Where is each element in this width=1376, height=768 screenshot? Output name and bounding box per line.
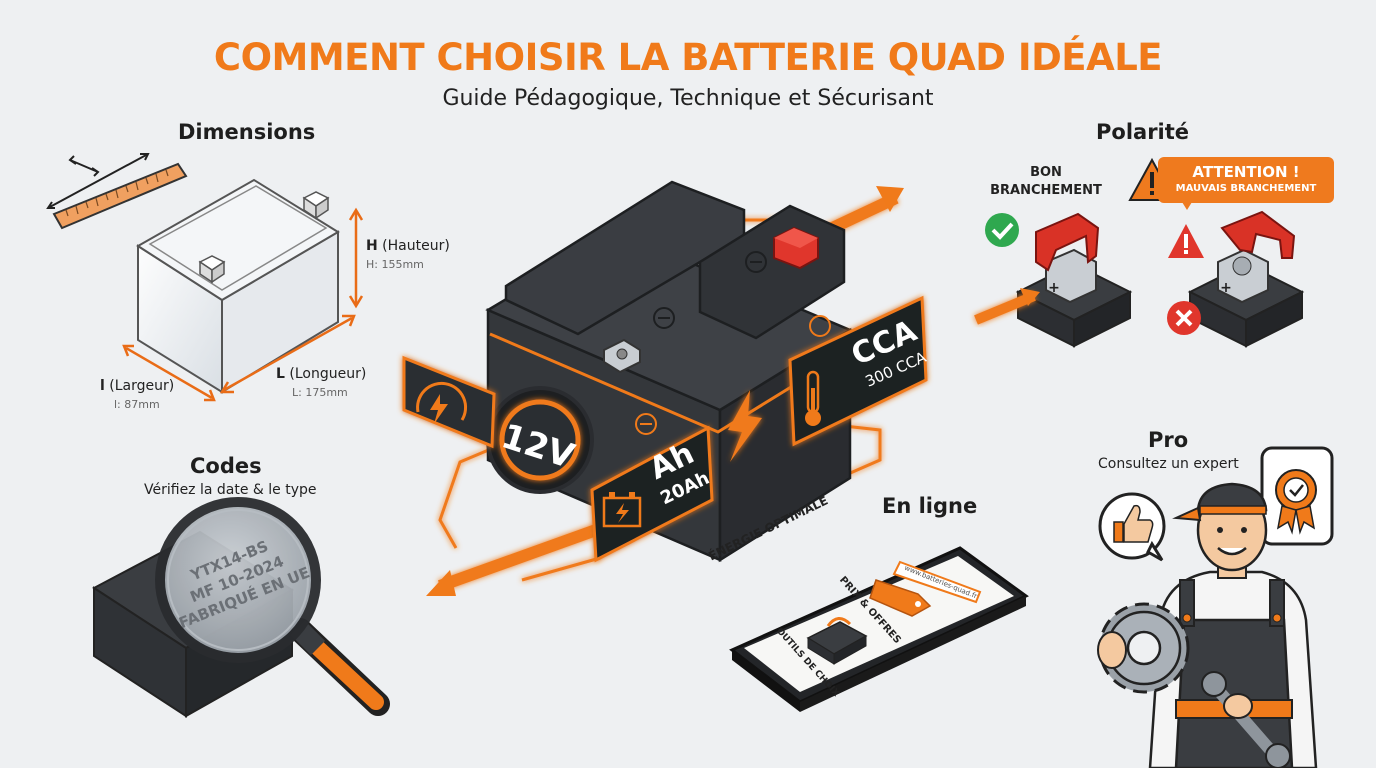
arrow-head-left xyxy=(426,570,456,596)
page-title: COMMENT CHOISIR LA BATTERIE QUAD IDÉALE xyxy=(213,36,1163,79)
check-icon xyxy=(985,213,1019,247)
length-label: L (Longueur) xyxy=(276,366,366,382)
thermometer-icon xyxy=(805,370,821,426)
width-letter: l xyxy=(100,378,105,394)
codes-subtitle: Vérifiez la date & le type xyxy=(144,482,317,498)
codes-illustration xyxy=(92,497,390,718)
warning-title: ATTENTION ! xyxy=(1192,163,1300,181)
certified-badge-icon xyxy=(1260,446,1334,546)
height-value: H: 155mm xyxy=(366,258,424,271)
warning-subtitle: MAUVAIS BRANCHEMENT xyxy=(1175,183,1317,194)
pro-subtitle: Consultez un expert xyxy=(1098,456,1239,472)
height-arrow xyxy=(348,207,364,309)
good-line-2: BRANCHEMENT xyxy=(990,183,1102,198)
gauge-panel xyxy=(402,355,496,449)
page-subtitle: Guide Pédagogique, Technique et Sécurisa… xyxy=(442,86,934,111)
codes-title: Codes xyxy=(190,454,262,478)
good-terminal xyxy=(1015,212,1133,348)
url-bar[interactable] xyxy=(892,560,982,604)
polarity-title: Polarité xyxy=(1096,120,1190,144)
height-letter: H xyxy=(366,238,378,254)
terminal-cube xyxy=(302,191,330,220)
width-name: (Largeur) xyxy=(109,378,175,394)
height-name: (Hauteur) xyxy=(382,238,450,254)
width-arrow xyxy=(122,344,216,402)
battery-charge-icon xyxy=(602,492,642,528)
alert-icon xyxy=(1168,224,1204,258)
lightning-icon xyxy=(728,390,762,462)
width-label: l (Largeur) xyxy=(100,378,174,394)
cross-icon xyxy=(1167,301,1201,335)
arrow-out-left xyxy=(437,524,599,592)
length-name: (Longueur) xyxy=(289,366,367,382)
online-title: En ligne xyxy=(882,494,978,518)
measure-arrow-icon xyxy=(46,153,150,209)
dimensions-illustration xyxy=(46,153,364,402)
length-arrow xyxy=(219,314,356,394)
polarity-illustration xyxy=(974,157,1305,348)
bad-plus-sign: + xyxy=(1220,280,1232,296)
warning-banner: ATTENTION ! MAUVAIS BRANCHEMENT xyxy=(1158,157,1334,203)
price-tag-icon xyxy=(869,579,932,617)
good-connection-label: BON BRANCHEMENT xyxy=(980,164,1112,200)
main-battery xyxy=(402,180,928,596)
magnifier-icon xyxy=(155,497,390,716)
gauge-icon xyxy=(416,381,468,424)
good-plus-sign: + xyxy=(1048,280,1060,296)
negative-terminal xyxy=(603,338,641,374)
capacity-panel xyxy=(590,425,714,563)
voltage-badge xyxy=(486,386,594,494)
ruler-icon xyxy=(52,162,188,230)
phone-illustration xyxy=(729,546,1029,712)
battery-box-transparent xyxy=(136,178,340,394)
wrench-icon xyxy=(1201,671,1291,768)
arrow-pointing-good xyxy=(974,288,1040,325)
length-value: L: 175mm xyxy=(292,386,348,399)
mechanic-illustration xyxy=(1097,446,1334,768)
length-letter: L xyxy=(276,366,285,382)
height-label: H (Hauteur) xyxy=(366,238,450,254)
terminal-cube xyxy=(198,255,226,284)
dimensions-title: Dimensions xyxy=(178,120,316,144)
thumbs-up-icon xyxy=(1098,492,1166,562)
toolbox-icon xyxy=(806,617,868,665)
cca-panel xyxy=(788,295,928,447)
gear-icon xyxy=(1098,602,1190,694)
arrow-head-right xyxy=(876,186,904,212)
bad-terminal xyxy=(1187,210,1305,348)
positive-terminal xyxy=(773,226,819,270)
width-value: l: 87mm xyxy=(114,398,160,411)
good-line-1: BON xyxy=(1030,165,1062,180)
pro-title: Pro xyxy=(1148,428,1189,452)
